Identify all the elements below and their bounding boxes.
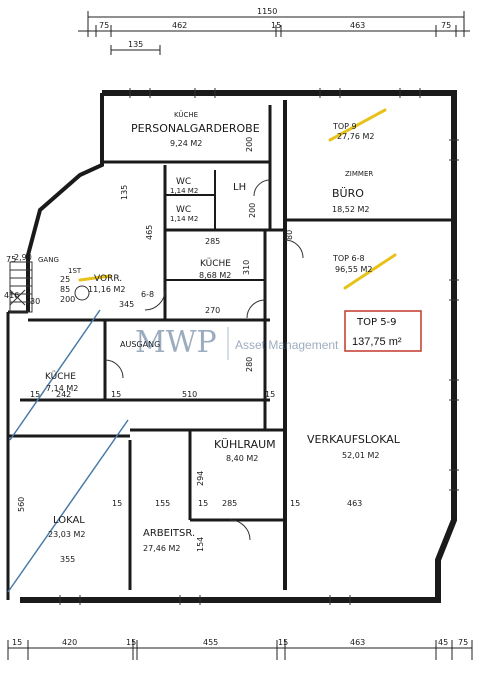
- dim-285-top: 285: [205, 237, 220, 246]
- dim-15-e: 15: [112, 499, 122, 508]
- room-area-verkaufslokal: 52,01 M2: [342, 451, 379, 460]
- dim-bottom-75: 75: [458, 638, 468, 647]
- bottom-dimension-line: [7, 640, 473, 660]
- room-area-buero: 18,52 M2: [332, 205, 369, 214]
- dim-270: 270: [205, 306, 220, 315]
- room-area-kuehlraum: 8,40 M2: [226, 454, 258, 463]
- dim-154: 154: [196, 537, 205, 552]
- dim-top-total: 1150: [257, 7, 277, 16]
- room-label-gang-top: GANG: [38, 256, 59, 264]
- room-area-wc1: 1,14 M2: [170, 187, 198, 195]
- room-label-kuehlraum: KÜHLRAUM: [214, 438, 276, 451]
- dim-6-8: 6-8: [141, 290, 154, 299]
- area-badge-title: TOP 5-9: [356, 317, 397, 328]
- area-badge: TOP 5-9 137,75 m²: [344, 310, 422, 352]
- door-swings: [74, 179, 304, 541]
- room-label-wc1: WC: [176, 177, 191, 187]
- room-label-arbeitsr: ARBEITSR.: [143, 528, 195, 539]
- dim-bottom-15-c: 15: [278, 638, 288, 647]
- dim-2-90: 2,90: [14, 253, 32, 262]
- room-label-buero: BÜRO: [332, 187, 364, 200]
- room-label-personalgarderobe-top: KÜCHE: [174, 110, 198, 119]
- dim-242: 242: [56, 390, 71, 399]
- dim-bottom-15-a: 15: [12, 638, 22, 647]
- dim-135-side: 135: [120, 185, 129, 200]
- dim-15-d: 15: [198, 499, 208, 508]
- room-area-top68: 96,55 M2: [335, 265, 372, 274]
- dim-top-75-left: 75: [99, 21, 109, 30]
- dim-15-a: 15: [30, 390, 40, 399]
- room-label-wc2: WC: [176, 205, 191, 215]
- watermark-logo: MWP: [135, 325, 217, 360]
- dim-85: 85: [60, 285, 70, 294]
- room-area-kueche-left: 7,14 M2: [46, 384, 78, 393]
- dim-345: 345: [119, 300, 134, 309]
- dim-310: 310: [242, 260, 251, 275]
- room-label-buero-top: ZIMMER: [345, 170, 373, 178]
- window-marks: [59, 88, 459, 605]
- dim-bottom-420: 420: [62, 638, 77, 647]
- dim-75-left: 75: [6, 255, 16, 264]
- room-label-top9: TOP 9: [332, 122, 357, 131]
- watermark-tagline: Asset Management: [235, 338, 339, 352]
- dim-285-bottom: 285: [222, 499, 237, 508]
- room-area-top9: 27,76 M2: [337, 132, 374, 141]
- room-label-kueche-left: KÜCHE: [45, 371, 76, 382]
- dim-25: 25: [60, 275, 70, 284]
- dim-200-a: 200: [245, 137, 254, 152]
- room-area-lokal: 23,03 M2: [48, 530, 85, 539]
- room-label-top68: TOP 6-8: [332, 254, 365, 263]
- dim-80: 80: [285, 230, 294, 240]
- room-area-kueche-mid: 8,68 M2: [199, 271, 231, 280]
- room-label-verkaufslokal: VERKAUFSLOKAL: [307, 433, 401, 446]
- room-label-gang-note: 1ST: [68, 267, 82, 275]
- dim-200-c: 200: [60, 295, 75, 304]
- area-badge-area: 137,75 m²: [352, 336, 402, 348]
- dim-510: 510: [182, 390, 197, 399]
- room-area-personalgarderobe: 9,24 M2: [170, 139, 202, 148]
- room-area-arbeitsr: 27,46 M2: [143, 544, 180, 553]
- dim-bottom-15-b: 15: [126, 638, 136, 647]
- dim-15-f: 15: [265, 390, 275, 399]
- dim-15-b: 15: [111, 390, 121, 399]
- dim-465: 465: [145, 225, 154, 240]
- room-label-personalgarderobe: PERSONALGARDEROBE: [131, 122, 260, 135]
- dim-200-b: 200: [248, 203, 257, 218]
- dim-294: 294: [196, 471, 205, 486]
- dim-15-c: 15: [290, 499, 300, 508]
- top-dimension-lines: [78, 11, 470, 55]
- room-label-lh: LH: [233, 182, 246, 193]
- dim-top-15: 15: [271, 21, 281, 30]
- watermark: MWP Asset Management: [135, 325, 339, 360]
- staircase: [9, 261, 33, 313]
- walls: [6, 90, 457, 603]
- room-label-kueche-mid: KÜCHE: [200, 258, 231, 269]
- dim-30: 30: [30, 297, 40, 306]
- room-area-gang: 11,16 M2: [88, 285, 125, 294]
- dim-top-135: 135: [128, 40, 143, 49]
- dim-355: 355: [60, 555, 75, 564]
- dim-top-75-right: 75: [441, 21, 451, 30]
- room-label-lokal: LOKAL: [53, 515, 85, 526]
- dim-560: 560: [17, 497, 26, 512]
- dim-top-463: 463: [350, 21, 365, 30]
- highlight-marks: [78, 108, 397, 290]
- dim-bottom-463: 463: [350, 638, 365, 647]
- crossout-lines: [7, 309, 129, 593]
- dim-bottom-455: 455: [203, 638, 218, 647]
- room-area-wc2: 1,14 M2: [170, 215, 198, 223]
- dim-top-462: 462: [172, 21, 187, 30]
- dim-463-inner: 463: [347, 499, 362, 508]
- dim-155: 155: [155, 499, 170, 508]
- room-label-ausgang: AUSGANG: [120, 340, 160, 349]
- dim-280: 280: [245, 357, 254, 372]
- dim-416: 416: [4, 291, 19, 300]
- dim-bottom-45: 45: [438, 638, 448, 647]
- room-label-gang: VORR.: [94, 274, 122, 284]
